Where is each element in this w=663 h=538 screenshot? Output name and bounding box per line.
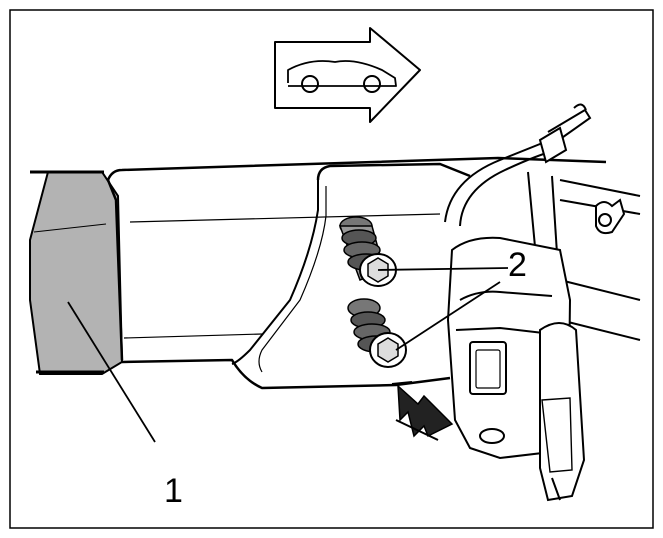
callout-2: 2 [508,246,527,284]
leader-lines [67,267,509,443]
rail-left [30,170,104,374]
leader-line-2a [377,267,509,271]
pipe-assembly [444,103,641,341]
car-forward-arrow-icon [274,27,421,123]
bolt-upper [338,216,397,287]
bolt-lower [347,298,407,368]
shaded-component [29,171,124,375]
down-arrow-icon [391,381,454,441]
housing-body [106,156,607,390]
pump-unit [446,236,586,502]
leader-line-2b [395,281,501,351]
leader-line-1 [67,301,156,443]
callout-1: 1 [164,472,183,510]
